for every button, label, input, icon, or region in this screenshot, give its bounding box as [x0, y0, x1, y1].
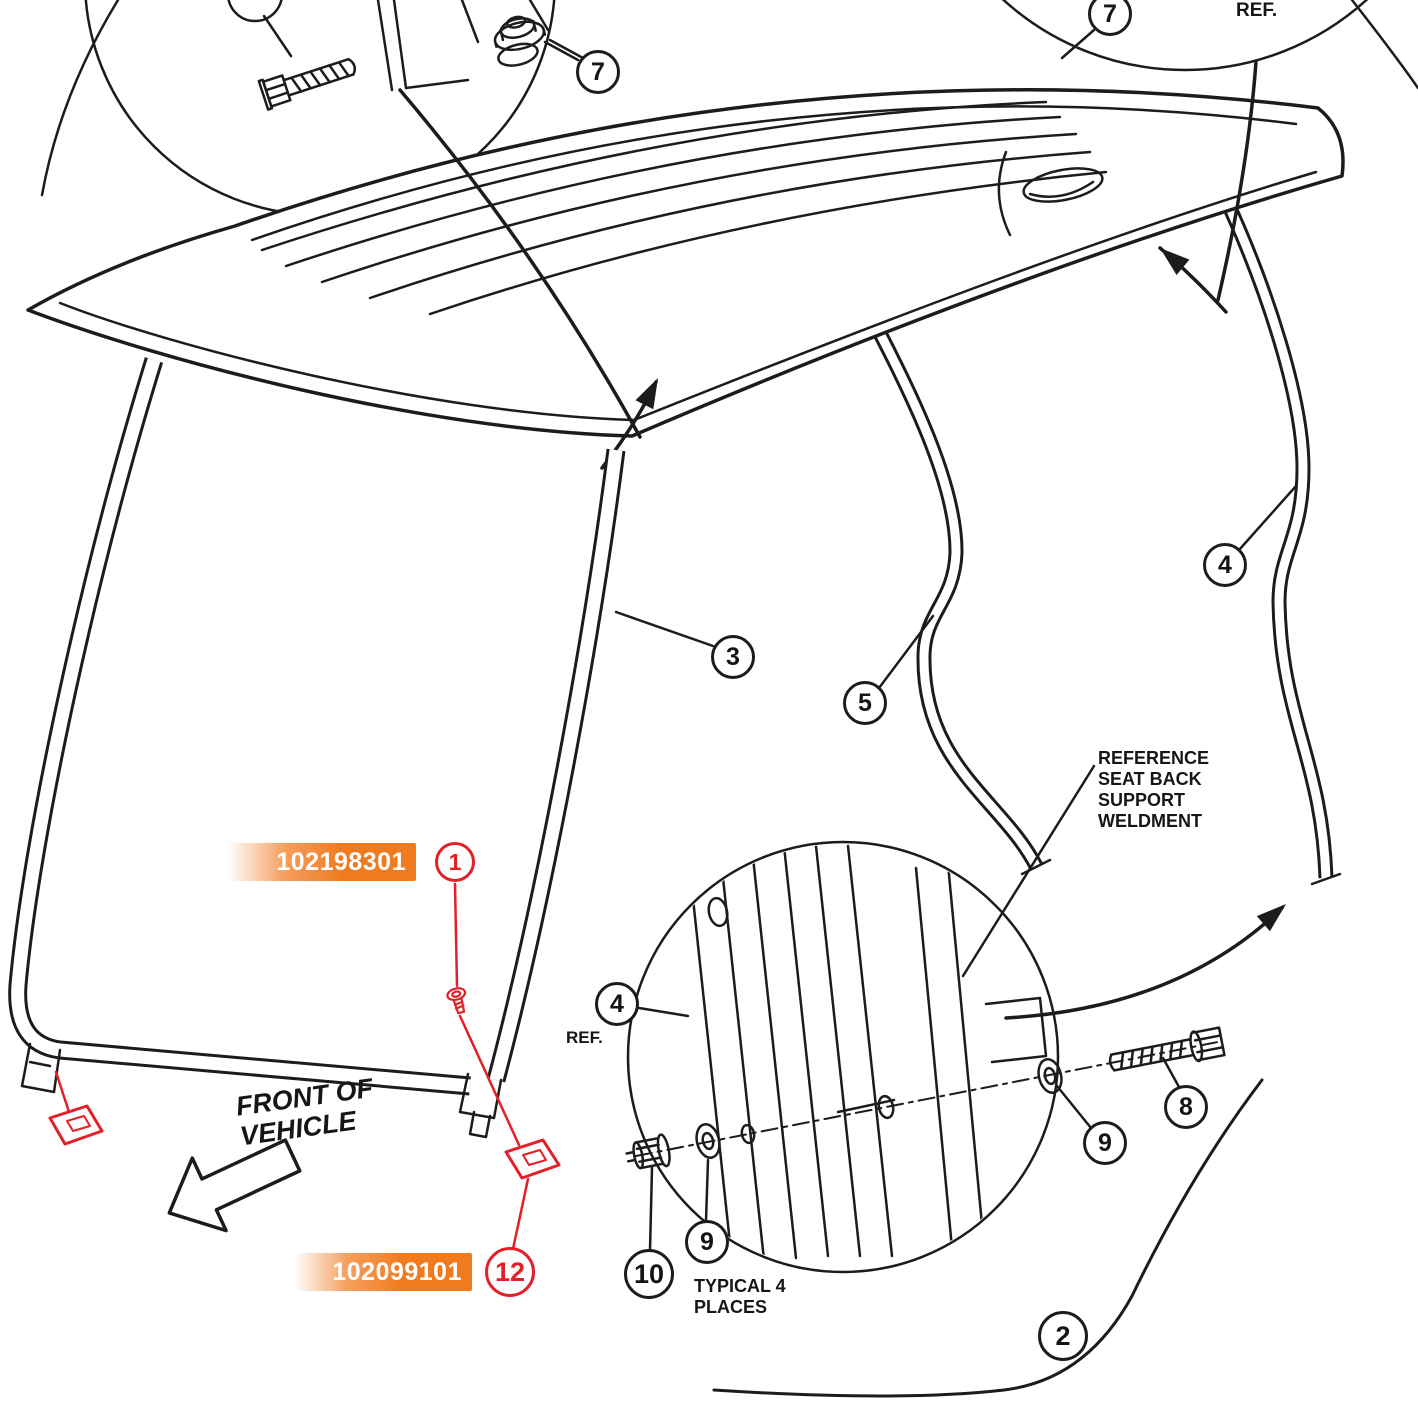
strut-middle	[845, 276, 1052, 876]
part-number-chip-1[interactable]: 102198301	[228, 843, 416, 881]
magnifier-seat-back	[625, 840, 1226, 1274]
callout-5: 5	[843, 681, 887, 725]
washer-icon-right	[1037, 1058, 1063, 1094]
red-clip-icon	[504, 1138, 561, 1180]
rotation-arrow	[1004, 904, 1286, 1020]
magnifier-top-right	[1001, 0, 1418, 90]
windshield-frame	[8, 357, 626, 1139]
callout-8: 8	[1164, 1085, 1208, 1129]
canopy-roof	[26, 88, 1345, 438]
callout-7-ref: 7	[1088, 0, 1132, 36]
callout-1[interactable]: 1	[435, 842, 475, 882]
strut-rear	[1217, 191, 1342, 886]
callout-12[interactable]: 12	[485, 1247, 535, 1297]
red-clip-icon-left	[48, 1104, 104, 1146]
ref-label-callout-4: REF.	[566, 1028, 603, 1047]
arrow-up-left-icon	[1160, 248, 1190, 275]
bolt-8-icon	[1108, 1026, 1226, 1072]
seat-back-panel	[686, 844, 1048, 1264]
locknut-icon	[625, 1133, 671, 1170]
callout-3: 3	[711, 635, 755, 679]
red-clip-parts	[48, 882, 561, 1251]
callout-4: 4	[1203, 543, 1247, 587]
typical-places-label: TYPICAL 4 PLACES	[694, 1276, 786, 1317]
ref-label-top-right: REF.	[1236, 0, 1278, 21]
callout-9-upper: 9	[1083, 1121, 1127, 1165]
nut-icon	[493, 15, 547, 67]
callout-7-detail: 7	[576, 50, 620, 94]
red-screw-icon	[446, 987, 467, 1015]
seat-back-weldment-label: REFERENCE SEAT BACK SUPPORT WELDMENT	[1098, 748, 1210, 831]
washer-icon-left	[695, 1123, 721, 1159]
callout-10: 10	[624, 1249, 674, 1299]
front-of-vehicle-arrow-icon	[167, 1138, 302, 1233]
assembly-brace	[712, 1078, 1264, 1398]
callout-9-lower: 9	[685, 1220, 729, 1264]
part-number-chip-12[interactable]: 102099101	[294, 1253, 472, 1291]
arrow-up-icon	[635, 378, 658, 410]
bolt-icon	[257, 57, 356, 111]
callout-2: 2	[1038, 1311, 1088, 1361]
callout-4-ref: 4	[595, 982, 639, 1026]
leader-lines	[548, 38, 1298, 1252]
